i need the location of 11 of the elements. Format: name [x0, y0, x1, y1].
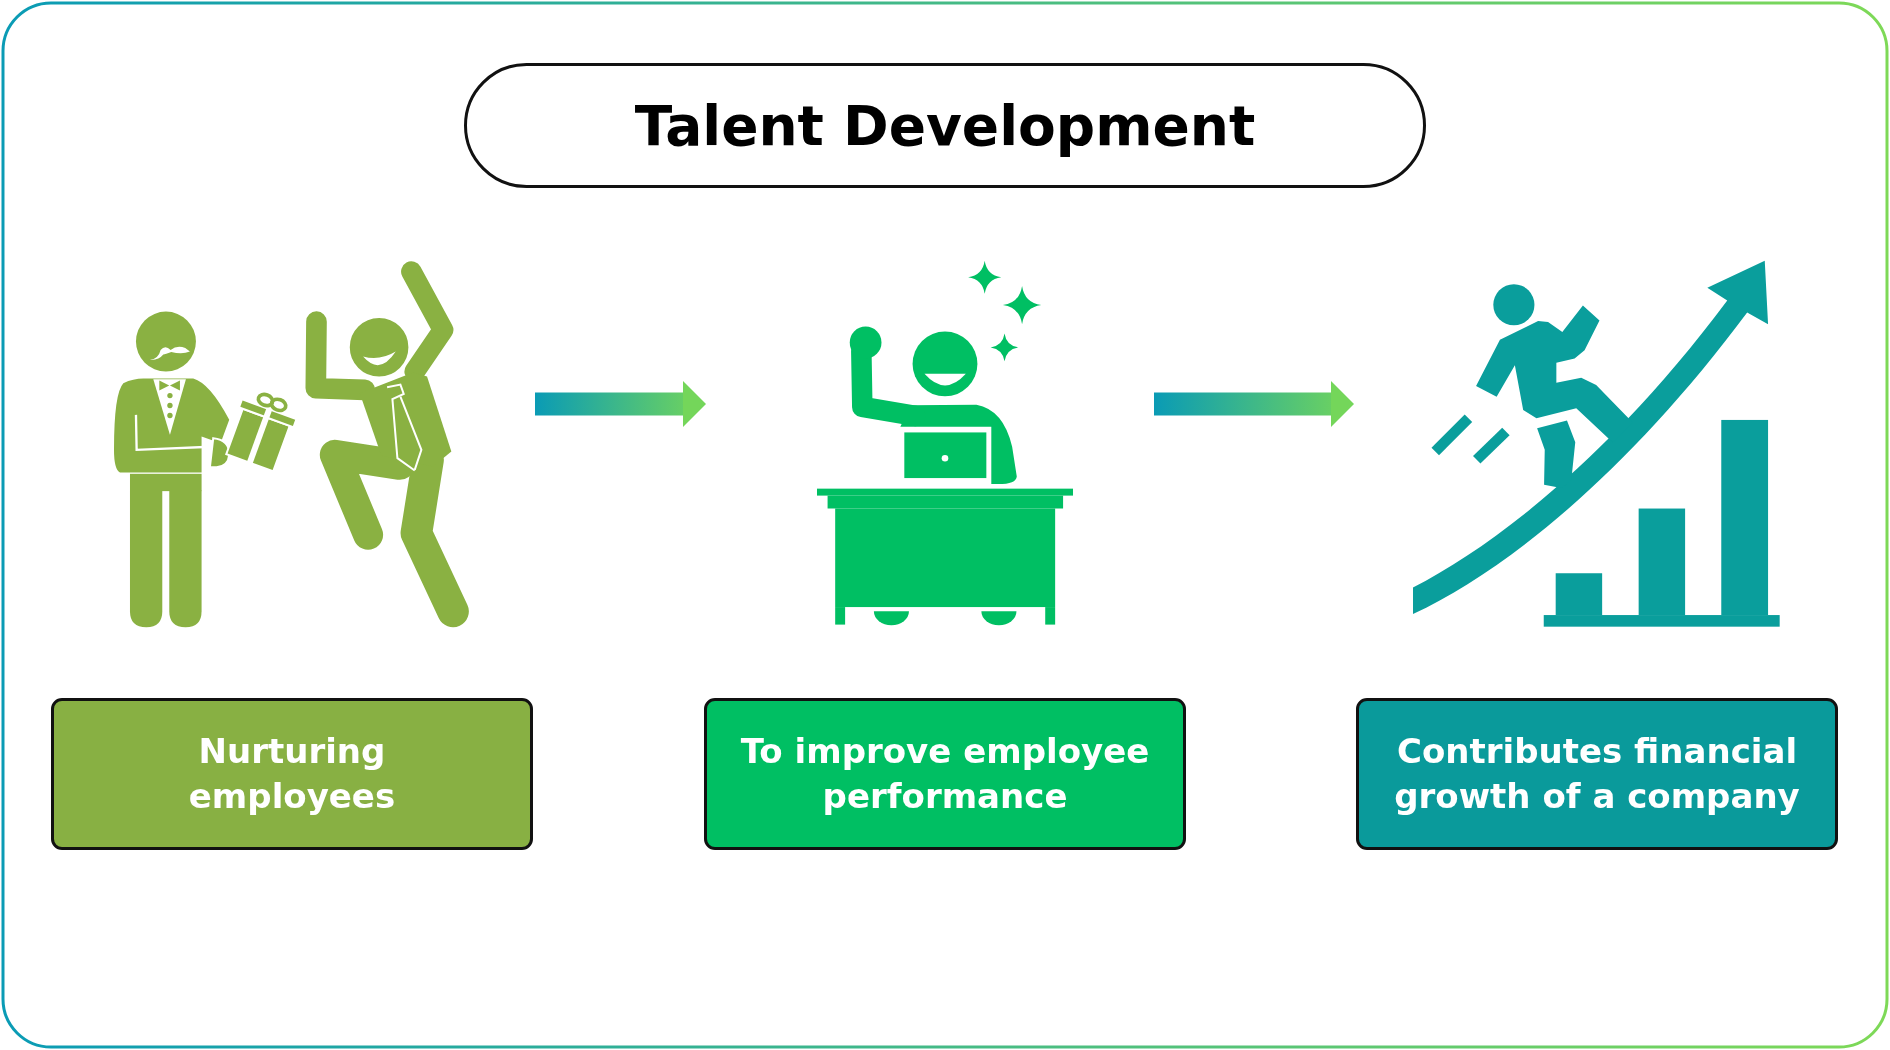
gift-giving-illustration: [113, 260, 470, 628]
step-box: [704, 698, 1186, 850]
step-text: Nurturing employees: [187, 730, 397, 818]
step-box: [1356, 698, 1838, 850]
arrow: [1154, 381, 1354, 427]
arrow: [535, 381, 706, 427]
step-text: Contributes financial growth of a company: [1393, 730, 1801, 818]
step-box: [51, 698, 533, 850]
person-at-desk-illustration: [816, 260, 1074, 627]
title-text: Talent Development: [634, 93, 1256, 158]
step-text: To improve employee performance: [739, 730, 1151, 818]
